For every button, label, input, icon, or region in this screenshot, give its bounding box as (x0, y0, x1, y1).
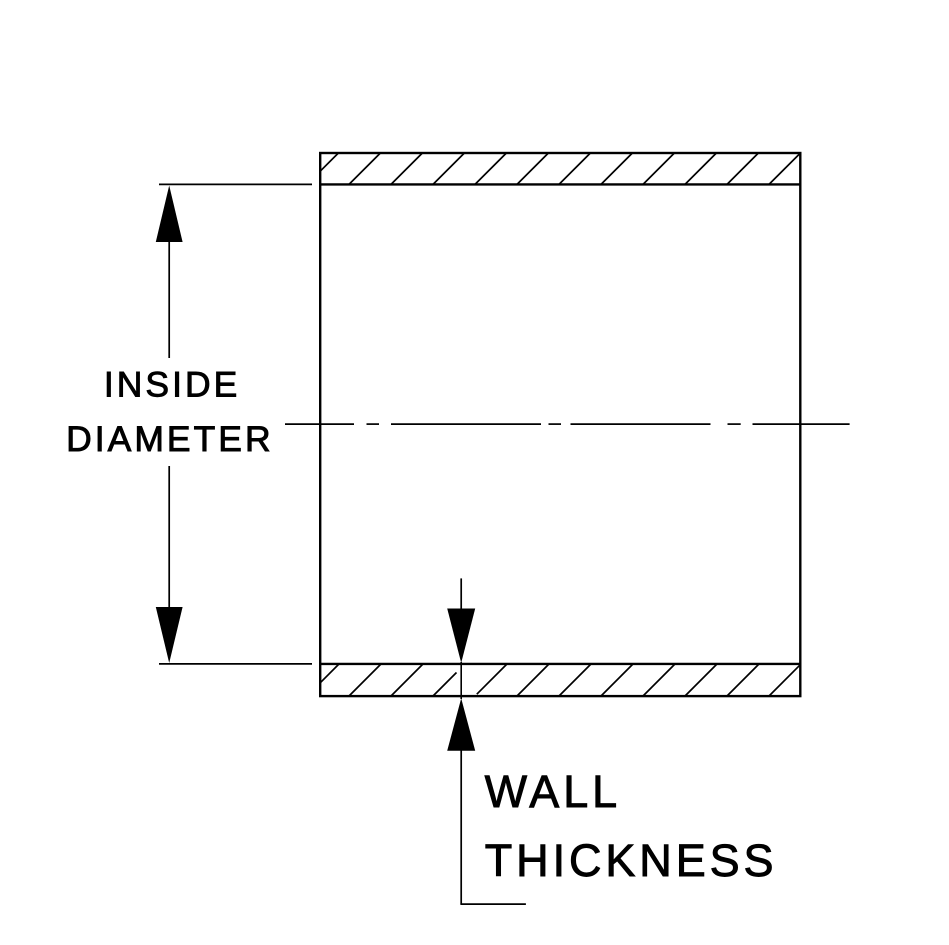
svg-text:INSIDE: INSIDE (104, 364, 240, 404)
svg-text:THICKNESS: THICKNESS (485, 835, 778, 886)
svg-text:DIAMETER: DIAMETER (66, 419, 273, 459)
svg-text:WALL: WALL (485, 766, 621, 817)
